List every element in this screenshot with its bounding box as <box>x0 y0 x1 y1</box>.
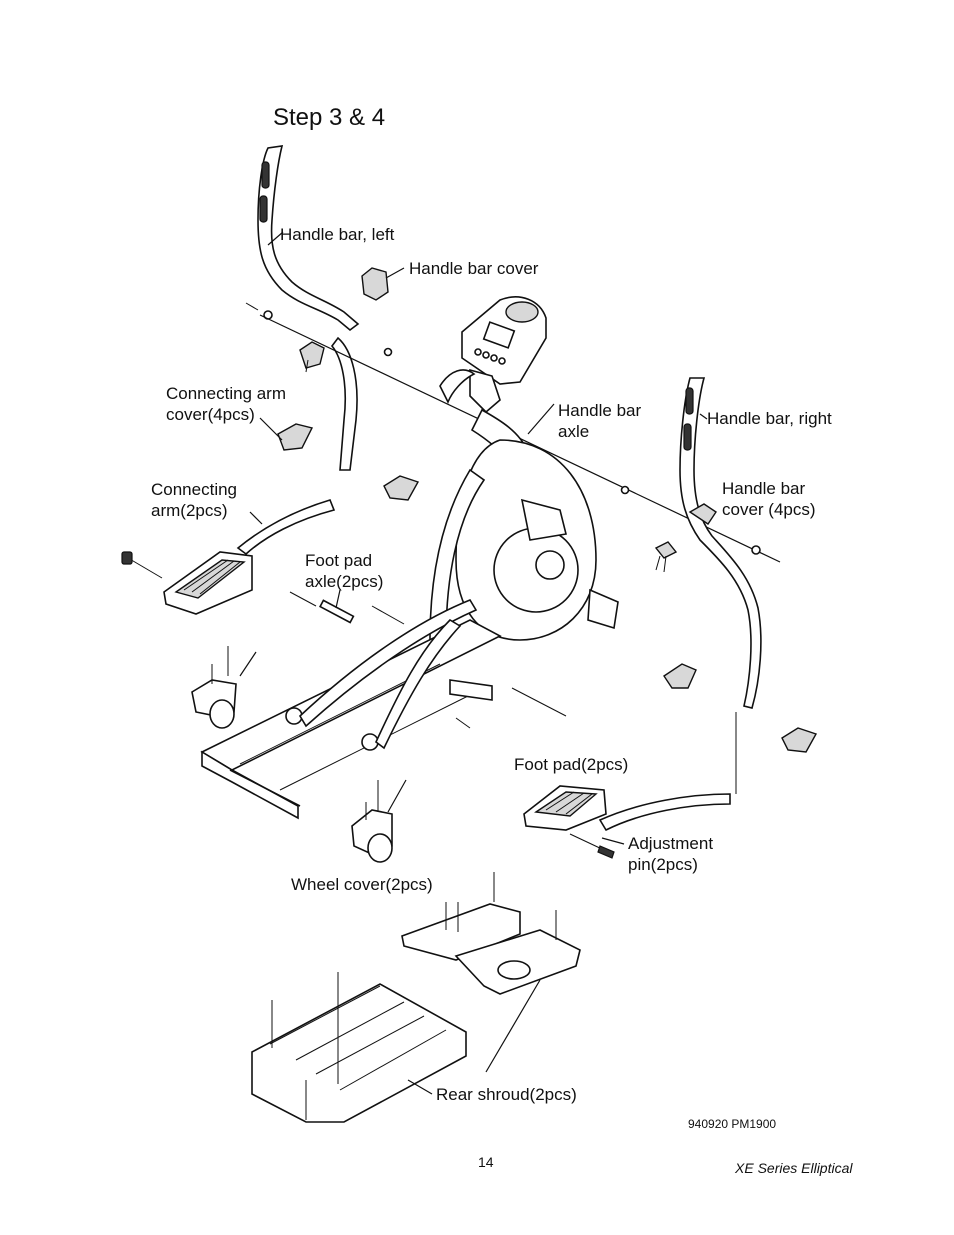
label-connecting-arm-cover-line1: Connecting arm <box>166 384 287 403</box>
connecting-arm-left-part <box>236 499 336 556</box>
label-handle-bar-cover-4-line2: cover (4pcs) <box>722 500 816 519</box>
connecting-arm-cover-b <box>383 475 420 501</box>
label-connecting-arm-line1: Connecting <box>151 480 238 499</box>
foot-pad-axle-part <box>319 599 355 624</box>
label-foot-pad: Foot pad(2pcs) <box>514 755 629 774</box>
label-wheel-cover: Wheel cover(2pcs) <box>291 875 433 894</box>
label-handle-bar-left: Handle bar, left <box>280 225 395 244</box>
label-connecting-arm-line2: arm(2pcs) <box>151 501 228 520</box>
page-number: 14 <box>478 1154 494 1170</box>
rear-shroud-upper-part <box>401 872 581 995</box>
base-frame-part <box>200 599 502 820</box>
handle-bar-cover-part <box>361 267 389 301</box>
connecting-arm-cover-d <box>781 727 818 753</box>
handle-bar-left-part <box>257 145 360 332</box>
left-arm-column <box>330 336 358 471</box>
label-handle-bar-cover: Handle bar cover <box>409 259 539 278</box>
label-handle-bar-axle-line1: Handle bar <box>558 401 642 420</box>
label-adjustment-pin-line2: pin(2pcs) <box>628 855 698 874</box>
label-handle-bar-right: Handle bar, right <box>707 409 832 428</box>
console-part <box>439 296 547 414</box>
wheel-cover-left-part <box>191 646 237 729</box>
wheel-cover-right-part <box>351 780 393 863</box>
connecting-arm-right-part <box>598 793 731 832</box>
flywheel-housing-part <box>429 408 619 641</box>
label-handle-bar-axle-line2: axle <box>558 422 590 441</box>
label-handle-bar-cover-4-line1: Handle bar <box>722 479 806 498</box>
document-code: 940920 PM1900 <box>688 1117 777 1131</box>
rear-shroud-lower-part <box>251 972 467 1123</box>
foot-pad-left-part <box>121 551 253 615</box>
label-foot-pad-axle-line1: Foot pad <box>305 551 373 570</box>
label-foot-pad-axle-line2: axle(2pcs) <box>305 572 384 591</box>
connecting-arm-cover-c <box>663 663 697 689</box>
label-rear-shroud: Rear shroud(2pcs) <box>436 1085 577 1104</box>
left-top-fasteners <box>245 302 325 373</box>
series-footer: XE Series Elliptical <box>735 1160 853 1176</box>
page-title: Step 3 & 4 <box>273 104 386 131</box>
handle-bar-right-part <box>654 377 762 709</box>
foot-pad-right-part <box>523 785 615 859</box>
label-connecting-arm-cover-line2: cover(4pcs) <box>166 405 255 424</box>
label-adjustment-pin-line1: Adjustment <box>628 834 714 853</box>
connecting-arm-cover-a <box>277 423 314 451</box>
